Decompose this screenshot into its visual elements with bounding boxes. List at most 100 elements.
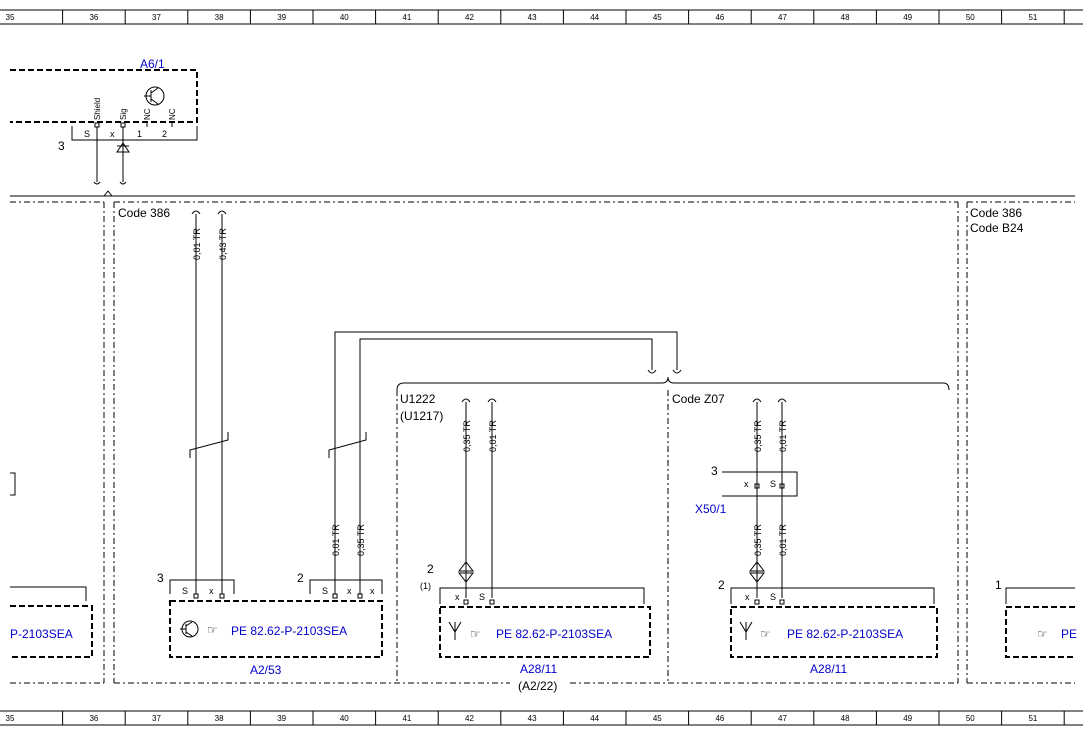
ruler-label: 40 xyxy=(340,13,349,22)
ruler-label: 35 xyxy=(6,13,15,22)
sensor-icon xyxy=(144,86,165,106)
code-b24-label: Code B24 xyxy=(970,221,1024,235)
a28-11-first-sublabel: (A2/22) xyxy=(518,679,557,693)
u1217-label: (U1217) xyxy=(400,409,443,423)
code-386-label: Code 386 xyxy=(118,206,170,220)
ruler-label: 38 xyxy=(215,714,224,723)
ruler-label: 40 xyxy=(340,714,349,723)
component-a2-53[interactable]: S x 3 ☞ PE 82.62-P-2103SEA A2/53 2 S x x xyxy=(157,571,383,677)
conn-mid-pin-s: S xyxy=(322,586,328,596)
antenna-icon xyxy=(739,621,753,640)
a28-11-second-pin-x: x xyxy=(745,592,750,602)
a28-11-first-label[interactable]: A28/11 xyxy=(520,662,557,676)
a6-1-pin-s: S xyxy=(84,129,90,139)
pointing-hand-icon: ☞ xyxy=(207,623,218,637)
a6-1-pin-x: x xyxy=(110,129,115,139)
ruler-label: 36 xyxy=(89,714,98,723)
x50-1-pin-x: x xyxy=(744,479,749,489)
ruler-label: 51 xyxy=(1028,714,1037,723)
ruler-label: 49 xyxy=(903,13,912,22)
ruler-label: 41 xyxy=(402,714,411,723)
ruler-label: 39 xyxy=(277,13,286,22)
ruler-label: 37 xyxy=(152,13,161,22)
a6-1-pin-1: 1 xyxy=(137,129,142,139)
a2-53-label[interactable]: A2/53 xyxy=(250,663,282,677)
ruler-label: 50 xyxy=(966,714,975,723)
pointing-hand-icon: ☞ xyxy=(760,627,771,641)
wire-label-6: 0,01 TR xyxy=(488,420,498,452)
x50-1-pin-number: 3 xyxy=(711,464,718,478)
a2-53-pin-number: 3 xyxy=(157,571,164,585)
wire-label-4: 0,35 TR xyxy=(356,524,366,556)
ruler-label: 46 xyxy=(715,714,724,723)
ruler-label: 44 xyxy=(590,13,599,22)
x50-1-label[interactable]: X50/1 xyxy=(695,502,727,516)
code-386-right-label: Code 386 xyxy=(970,206,1022,220)
ruler-label: 39 xyxy=(277,714,286,723)
a6-1-label[interactable]: A6/1 xyxy=(140,57,165,71)
a6-1-pin-number: 3 xyxy=(58,139,65,153)
ruler-label: 48 xyxy=(841,714,850,723)
pin-name-sig: Sig xyxy=(119,108,128,120)
wire-label-2: 0,43 TR xyxy=(218,228,228,260)
pointing-hand-icon: ☞ xyxy=(470,627,481,641)
conn-mid-pin-number: 2 xyxy=(297,571,304,585)
pin-name-nc1: NC xyxy=(143,108,152,120)
right-partial-pin-number: 1 xyxy=(995,578,1002,592)
u1222-label: U1222 xyxy=(400,392,436,406)
wire-label-3: 0,01 TR xyxy=(331,524,341,556)
a28-11-second-reference-link[interactable]: PE 82.62-P-2103SEA xyxy=(787,627,903,641)
pointing-hand-icon: ☞ xyxy=(1037,627,1048,641)
ruler-label: 46 xyxy=(715,13,724,22)
a28-11-second-label[interactable]: A28/11 xyxy=(810,662,847,676)
ruler-label: 35 xyxy=(6,714,15,723)
x50-1-pin-s: S xyxy=(770,479,776,489)
wire-label-1: 0,01 TR xyxy=(192,228,202,260)
pin-name-shield: Shield xyxy=(93,98,102,120)
wire-label-8: 0,01 TR xyxy=(778,420,788,452)
wires-a2-53: 0,01 TR 0,43 TR 0,01 TR 0,35 TR xyxy=(189,210,682,594)
ruler-label: 36 xyxy=(89,13,98,22)
ruler-label: 47 xyxy=(778,13,787,22)
component-a28-11-second[interactable]: 2 x S ☞ PE 82.62-P-2103SEA A28/11 xyxy=(718,578,938,676)
component-x50-1[interactable]: 0,35 TR 0,01 TR x S 3 X50/1 0,35 TR 0,01… xyxy=(695,398,798,598)
wire-label-7: 0,35 TR xyxy=(753,420,763,452)
ruler-label: 42 xyxy=(465,714,474,723)
a28-11-first-pin-x: x xyxy=(455,592,460,602)
wire-label-9: 0,35 TR xyxy=(753,524,763,556)
component-a28-11-first[interactable]: 0,35 TR 0,01 TR 2 (1) x S ☞ PE 82.62-P-2… xyxy=(420,398,651,693)
ruler-label: 51 xyxy=(1028,13,1037,22)
a28-11-first-pin-sub: (1) xyxy=(420,581,431,591)
conn-mid-pin-x1: x xyxy=(347,586,352,596)
ruler-label: 48 xyxy=(841,13,850,22)
conn-mid-pin-x2: x xyxy=(370,586,375,596)
component-a6-1[interactable]: A6/1 Shield Sig NC NC S x 1 2 3 xyxy=(10,57,198,185)
ruler-label: 43 xyxy=(528,13,537,22)
a2-53-reference-link[interactable]: PE 82.62-P-2103SEA xyxy=(231,624,347,638)
ruler-label: 44 xyxy=(590,714,599,723)
right-partial-reference-link[interactable]: PE xyxy=(1061,627,1077,641)
component-left-partial[interactable]: P-2103SEA xyxy=(10,472,93,658)
code-z07-label: Code Z07 xyxy=(672,392,725,406)
ruler-label: 45 xyxy=(653,13,662,22)
component-right-partial[interactable]: 1 ☞ PE xyxy=(995,578,1077,658)
ruler-label: 49 xyxy=(903,714,912,723)
ruler-label: 50 xyxy=(966,13,975,22)
a28-11-first-pin-s: S xyxy=(479,592,485,602)
pin-name-nc2: NC xyxy=(168,108,177,120)
a28-11-first-reference-link[interactable]: PE 82.62-P-2103SEA xyxy=(496,627,612,641)
a28-11-second-pin-s: S xyxy=(770,592,776,602)
ruler-label: 47 xyxy=(778,714,787,723)
wire-label-5: 0,35 TR xyxy=(462,420,472,452)
ruler-label: 45 xyxy=(653,714,662,723)
wire-label-10: 0,01 TR xyxy=(778,524,788,556)
ruler-label: 37 xyxy=(152,714,161,723)
ruler-label: 41 xyxy=(402,13,411,22)
zone-frames xyxy=(10,201,1075,684)
a2-53-pin-s: S xyxy=(182,586,188,596)
left-partial-reference-link[interactable]: P-2103SEA xyxy=(10,627,73,641)
ruler-label: 38 xyxy=(215,13,224,22)
